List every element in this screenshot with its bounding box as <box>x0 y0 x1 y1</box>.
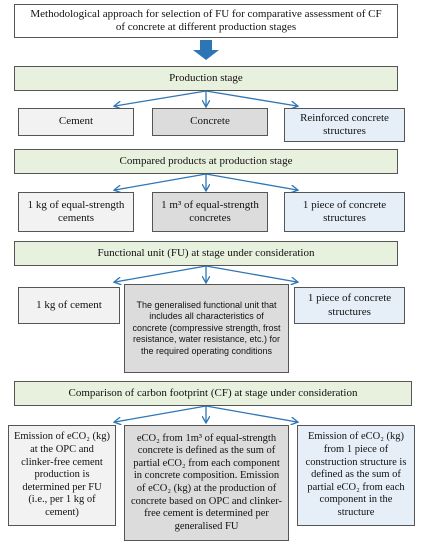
arrow <box>205 90 297 106</box>
production-stage-header: Production stage <box>14 66 398 91</box>
generalised-fu-box: The generalised functional unit that inc… <box>124 284 289 373</box>
cf-structure-box: Emission of eCO₂ (kg) from 1 piece of co… <box>297 425 415 526</box>
arrow <box>115 265 207 282</box>
cf-cement-box: Emission of eCO₂ (kg) at the OPC and cli… <box>8 425 116 526</box>
equal-strength-cements-label: 1 kg of equal-strength cements <box>27 198 125 224</box>
fu-structure-box: 1 piece of concrete structures <box>294 287 405 324</box>
cf-concrete-box: eCO₂ from 1m³ of equal-strength concrete… <box>124 425 289 541</box>
concrete-label: Concrete <box>190 115 230 128</box>
equal-strength-cements-box: 1 kg of equal-strength cements <box>18 192 134 232</box>
arrow <box>115 405 207 422</box>
diagram-title-text: Methodological approach for selection of… <box>30 7 382 33</box>
arrow <box>205 173 297 190</box>
arrow <box>205 265 297 282</box>
compared-products-header: Compared products at production stage <box>14 149 398 174</box>
generalised-fu-label: The generalised functional unit that inc… <box>132 299 281 356</box>
fu-structure-label: 1 piece of concrete structures <box>307 292 392 318</box>
arrow <box>115 90 207 106</box>
cement-label: Cement <box>58 115 94 128</box>
arrow <box>115 173 207 190</box>
concrete-box: Concrete <box>152 108 268 136</box>
fu-cement-label: 1 kg of cement <box>36 298 102 311</box>
compared-products-header-text: Compared products at production stage <box>119 154 293 167</box>
functional-unit-header: Functional unit (FU) at stage under cons… <box>14 241 398 266</box>
big-down-arrow <box>193 40 219 60</box>
functional-unit-header-text: Functional unit (FU) at stage under cons… <box>97 246 315 259</box>
equal-strength-concretes-box: 1 m³ of equal-strength concretes <box>152 192 268 232</box>
diagram-title: Methodological approach for selection of… <box>14 4 398 38</box>
cf-cement-label: Emission of eCO₂ (kg) at the OPC and cli… <box>13 431 111 518</box>
fu-cement-box: 1 kg of cement <box>18 287 120 324</box>
equal-strength-concretes-label: 1 m³ of equal-strength concretes <box>161 198 259 224</box>
concrete-structures-label: 1 piece of concrete structures <box>302 198 387 224</box>
arrow <box>205 405 297 422</box>
concrete-structures-box: 1 piece of concrete structures <box>284 192 405 232</box>
cement-box: Cement <box>18 108 134 136</box>
comparison-cf-header-text: Comparison of carbon footprint (CF) at s… <box>68 386 358 399</box>
cf-structure-label: Emission of eCO₂ (kg) from 1 piece of co… <box>305 431 407 518</box>
comparison-cf-header: Comparison of carbon footprint (CF) at s… <box>14 381 412 406</box>
cf-concrete-label: eCO₂ from 1m³ of equal-strength concrete… <box>130 432 283 532</box>
reinforced-structures-box: Reinforced concrete structures <box>284 108 405 142</box>
production-stage-header-text: Production stage <box>169 71 243 84</box>
reinforced-structures-label: Reinforced concrete structures <box>300 111 389 137</box>
